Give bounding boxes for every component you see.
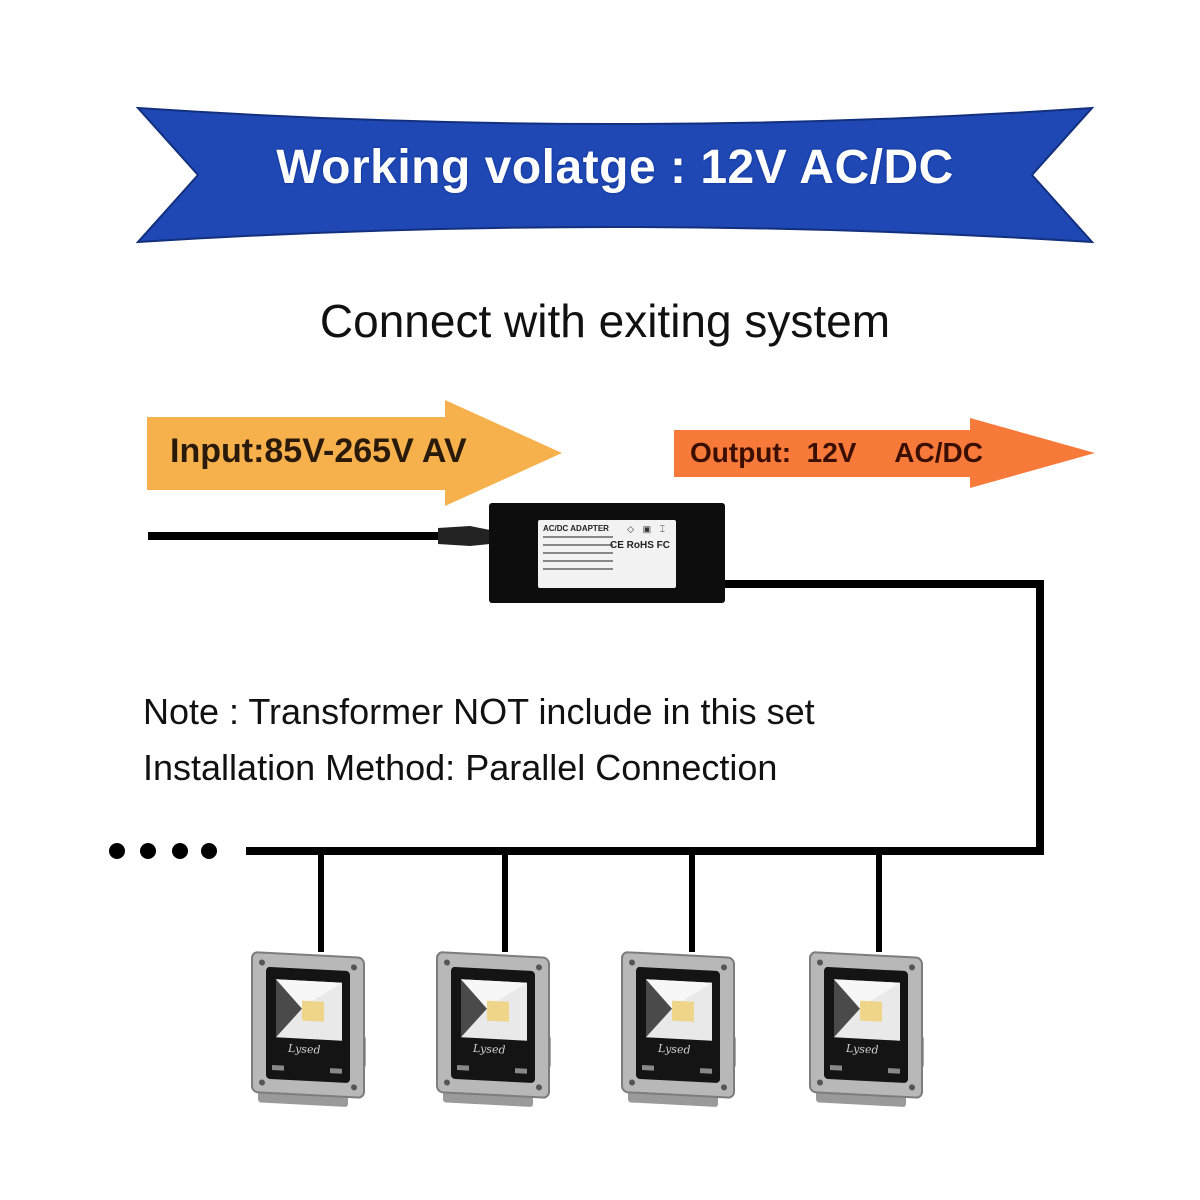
note-installation-method: Installation Method: Parallel Connection	[143, 747, 778, 788]
drop-wires	[318, 851, 882, 952]
continuation-dots	[109, 843, 217, 859]
working-voltage-title: Working volatge : 12V AC/DC	[276, 141, 954, 194]
adapter-label: AC/DC ADAPTER ◇ ▣ ⌶ CE RoHS FC	[538, 520, 676, 588]
input-arrow	[147, 400, 562, 506]
adapter-label-title: AC/DC ADAPTER	[543, 524, 609, 533]
floodlight-brand: Lysed	[287, 1042, 321, 1057]
dc-plug-icon	[438, 526, 490, 546]
adapter-spec-lines	[543, 536, 613, 576]
subtitle: Connect with exiting system	[319, 295, 891, 347]
led-floodlight-3: Lysed	[621, 951, 736, 1107]
certification-symbols: ◇ ▣ ⌶	[627, 524, 668, 534]
note-transformer: Note : Transformer NOT include in this s…	[143, 691, 815, 732]
floodlight-brand: Lysed	[472, 1042, 506, 1057]
notes: Note : Transformer NOT include in this s…	[143, 684, 815, 796]
output-wire	[246, 580, 1044, 855]
certification-marks: CE RoHS FC	[610, 540, 670, 551]
input-voltage-label: Input:85V-265V AV	[170, 432, 467, 470]
floodlight-brand: Lysed	[845, 1042, 879, 1057]
floodlight-brand: Lysed	[657, 1042, 691, 1057]
output-voltage-label: Output: 12V AC/DC	[690, 437, 983, 468]
led-floodlight-4: Lysed	[809, 951, 924, 1107]
led-floodlight-2: Lysed	[436, 951, 551, 1107]
banner-ribbon	[135, 106, 1095, 244]
led-floodlight-1: Lysed	[251, 951, 366, 1107]
output-arrow	[674, 418, 1095, 488]
